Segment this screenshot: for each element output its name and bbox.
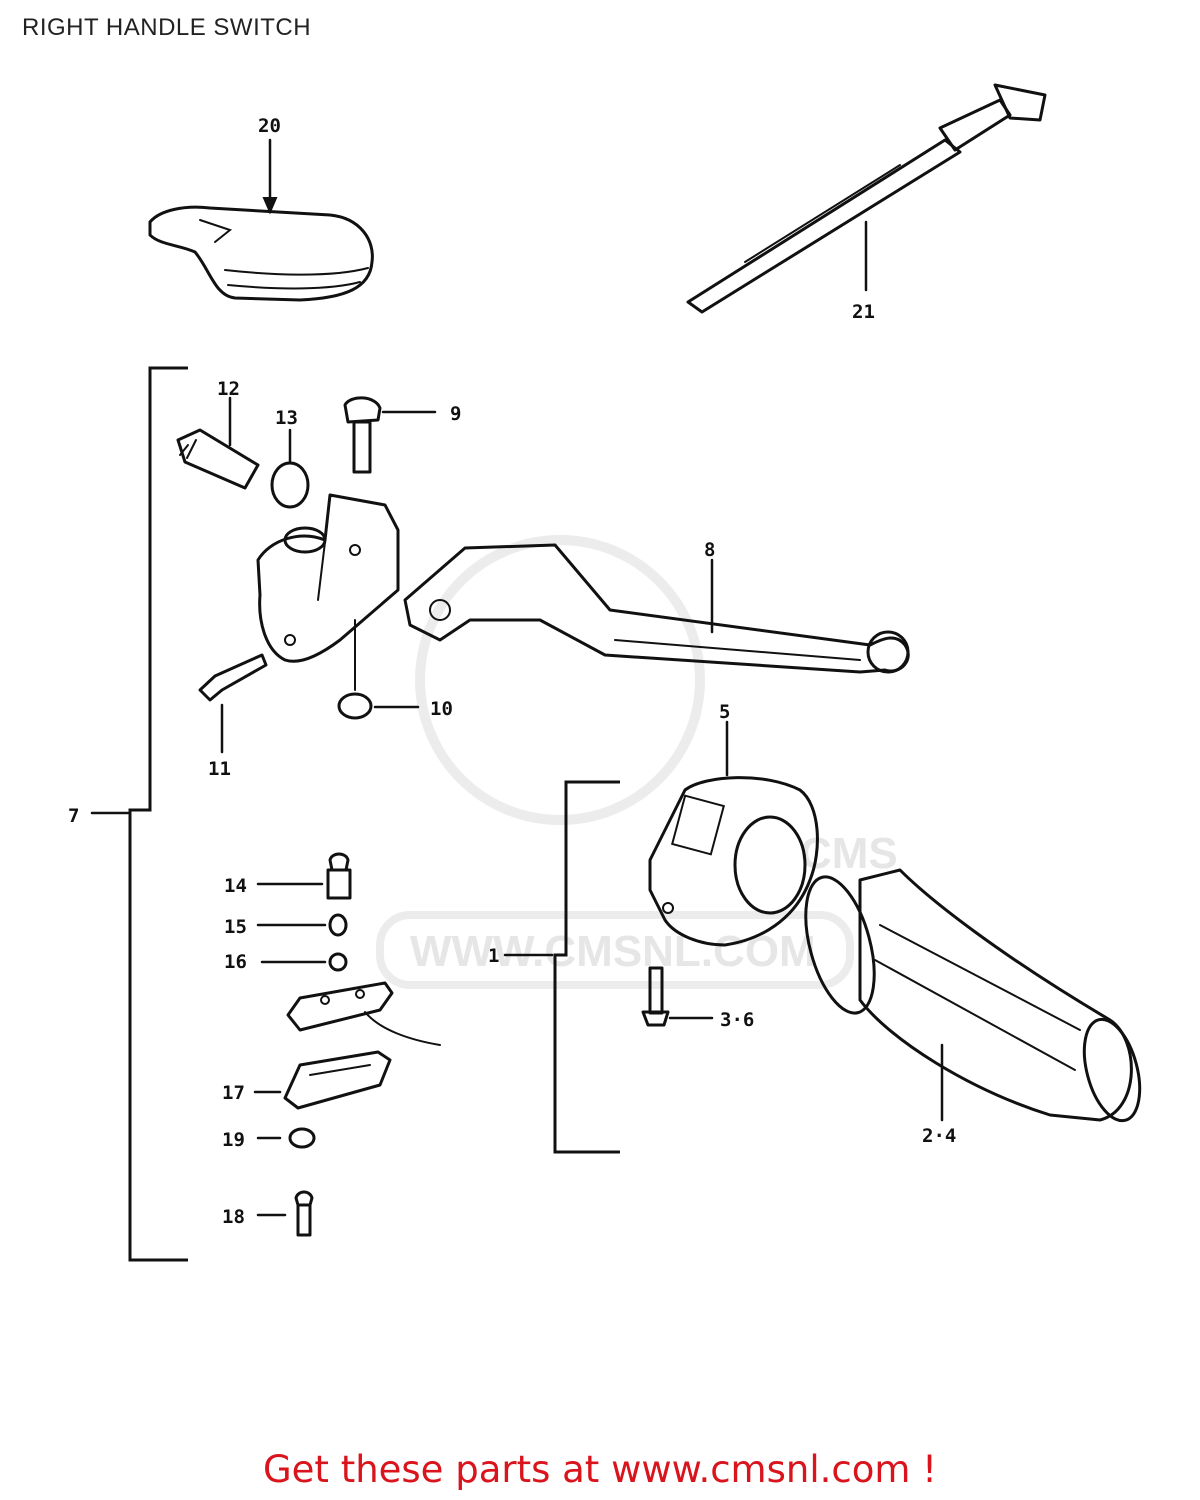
part-13-locknut [270, 461, 310, 509]
callout-17: 17 [222, 1082, 245, 1104]
callout-21: 21 [852, 301, 875, 323]
part-5-switch-housing [648, 776, 819, 947]
watermark-logo: CMS WWW.CMSNL.COM [376, 535, 898, 989]
watermark-text: WWW.CMSNL.COM [410, 927, 816, 976]
callout-8: 8 [704, 539, 715, 561]
exploded-parts-diagram: CMS WWW.CMSNL.COM 20 21 7 12 13 9 [68, 83, 1142, 1262]
part-15-spring [328, 913, 348, 937]
part-lever-holder [256, 493, 400, 663]
callout-19: 19 [222, 1129, 245, 1151]
callout-14: 14 [224, 875, 247, 897]
callout-12: 12 [217, 378, 240, 400]
callout-11: 11 [208, 758, 231, 780]
part-20-cover [148, 205, 374, 302]
part-19-washer [288, 1127, 316, 1149]
callout-18: 18 [222, 1206, 245, 1228]
part-2-4-grip [804, 868, 1142, 1123]
callout-9: 9 [450, 403, 461, 425]
part-12-adjuster [176, 428, 260, 490]
page-title: RIGHT HANDLE SWITCH [22, 14, 312, 41]
callout-5: 5 [719, 701, 730, 723]
callout-1: 1 [488, 945, 499, 967]
callout-10: 10 [430, 698, 453, 720]
part-14-screw [326, 852, 352, 900]
callout-7: 7 [68, 805, 79, 827]
part-9-pivot-bolt [343, 396, 382, 474]
footer-parts-link[interactable]: Get these parts at www.cmsnl.com ! [262, 1448, 937, 1491]
callout-2-4: 2·4 [922, 1125, 956, 1147]
part-10-nut [337, 692, 373, 720]
callout-13: 13 [275, 407, 298, 429]
part-8-lever [403, 543, 910, 674]
part-16-ball [328, 952, 348, 972]
part-stop-switch-plate [286, 981, 441, 1046]
bracket-1 [553, 780, 620, 1154]
callout-15: 15 [224, 916, 247, 938]
callout-16: 16 [224, 951, 247, 973]
callout-20: 20 [258, 115, 281, 137]
part-11-screw [198, 653, 268, 702]
part-3-6-screw [641, 966, 670, 1027]
part-21-strap [686, 83, 1047, 314]
part-18-screw [294, 1190, 314, 1237]
part-17-switch [283, 1050, 392, 1110]
bracket-7 [128, 366, 188, 1262]
callout-3-6: 3·6 [720, 1009, 754, 1031]
